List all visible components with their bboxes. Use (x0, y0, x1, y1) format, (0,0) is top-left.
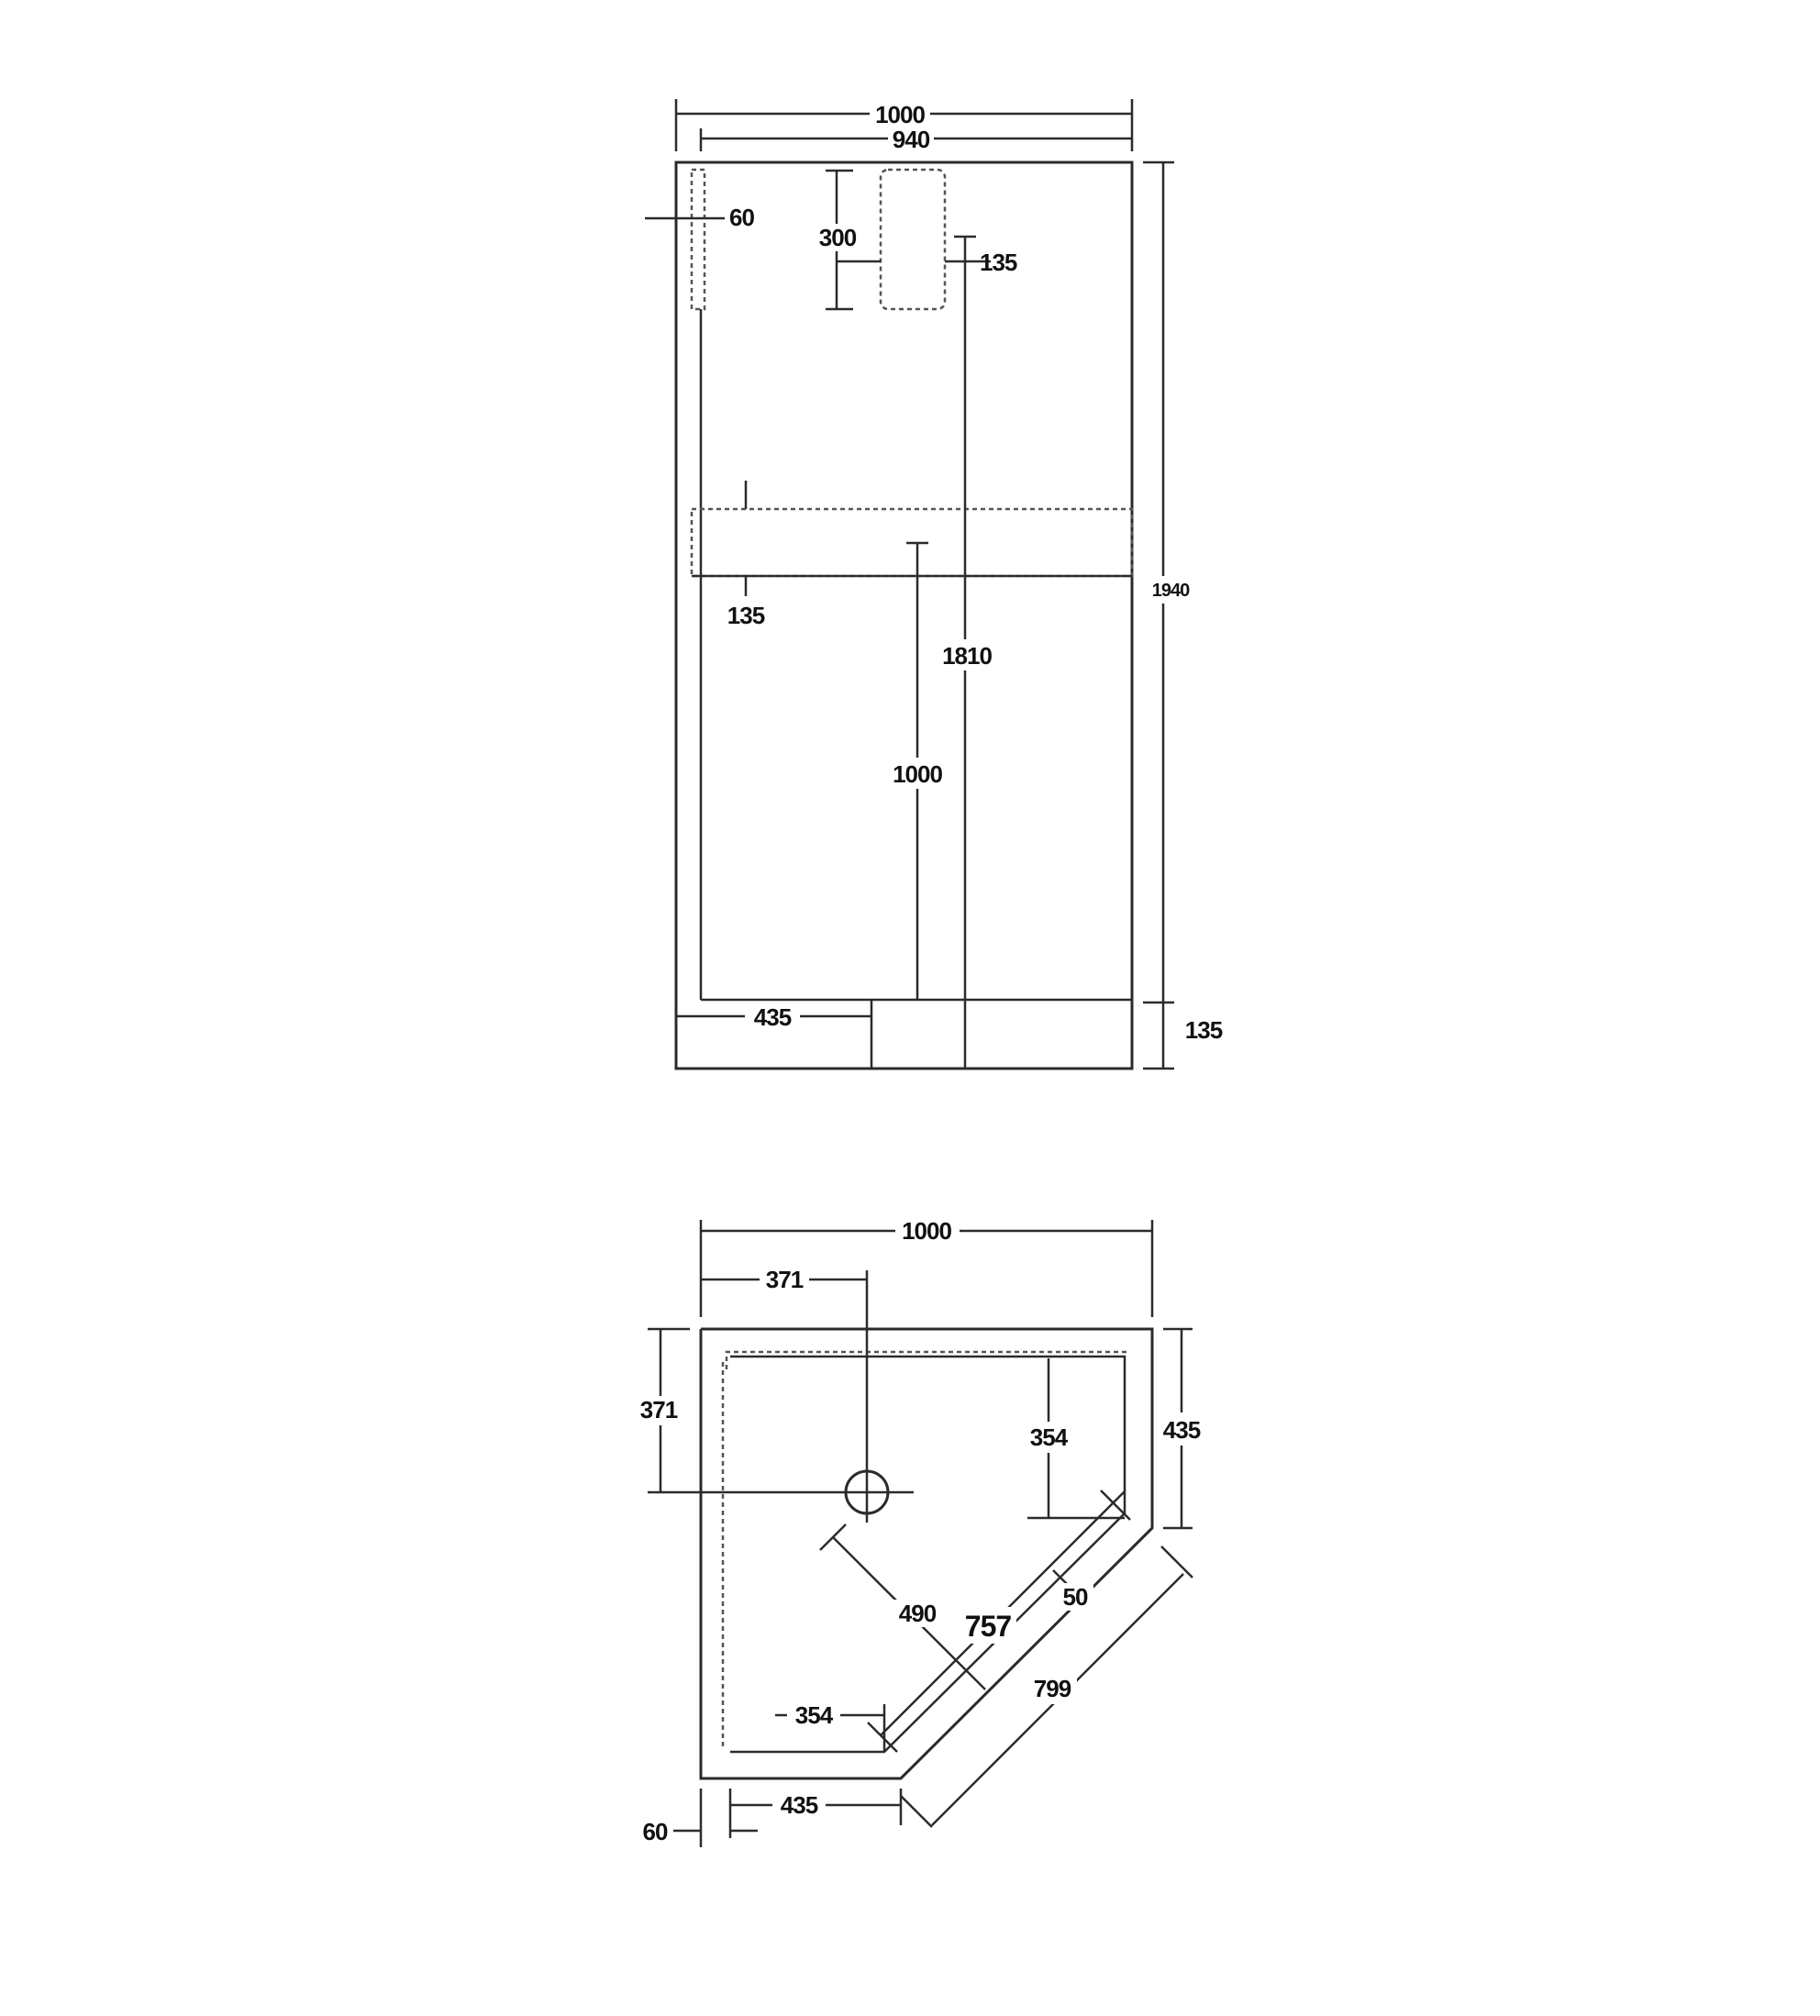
plan-dim-tick-799-top (1160, 1545, 1193, 1578)
dim-label-135-shelf: 135 (727, 602, 765, 629)
plan-dim-tick-799-bottom (900, 1795, 933, 1828)
dim-label-1940: 1940 (1152, 581, 1190, 601)
plan-view: 1000 371 371 354 435 490 757 (637, 1216, 1205, 1847)
dim-label-300: 300 (819, 224, 857, 251)
dim-label-60: 60 (729, 204, 754, 231)
dim-label-135-tray: 135 (980, 249, 1017, 276)
plan-dim-label-60: 60 (643, 1818, 668, 1845)
elevation-view: 1000 940 60 300 135 1810 135 1000 (645, 99, 1224, 1070)
dim-label-1000: 1000 (875, 101, 925, 128)
plan-dim-label-435-bottom: 435 (781, 1791, 818, 1819)
plan-dim-label-354-bottom: 354 (795, 1701, 834, 1729)
dim-label-1000-height: 1000 (893, 760, 942, 788)
plan-dim-label-371-y: 371 (640, 1396, 678, 1423)
dim-label-1810: 1810 (942, 642, 992, 670)
plan-dim-label-371-x: 371 (766, 1266, 804, 1293)
dim-label-940: 940 (893, 126, 930, 153)
plan-dim-label-1000: 1000 (902, 1217, 951, 1245)
dim-label-135-base: 135 (1185, 1016, 1223, 1044)
plan-dim-label-354-side: 354 (1030, 1423, 1069, 1451)
soap-tray-dashed (879, 168, 947, 311)
plan-dim-label-799: 799 (1034, 1675, 1071, 1702)
plan-dim-label-490: 490 (899, 1600, 937, 1627)
plan-dim-tick-757-bottom (867, 1722, 898, 1753)
dim-label-435-elev: 435 (754, 1003, 792, 1031)
plan-dim-tick-757-top (1100, 1490, 1131, 1521)
elevation-outer-frame (674, 161, 1134, 1070)
side-panel-dashed (690, 168, 706, 311)
plan-outer-outline (699, 1327, 1154, 1780)
plan-dim-label-435-side: 435 (1163, 1416, 1201, 1444)
plan-dim-label-50: 50 (1063, 1583, 1088, 1611)
plan-dashed-top (725, 1350, 1126, 1369)
plan-dim-tick-490 (819, 1523, 847, 1551)
plan-dim-label-757: 757 (965, 1610, 1012, 1643)
